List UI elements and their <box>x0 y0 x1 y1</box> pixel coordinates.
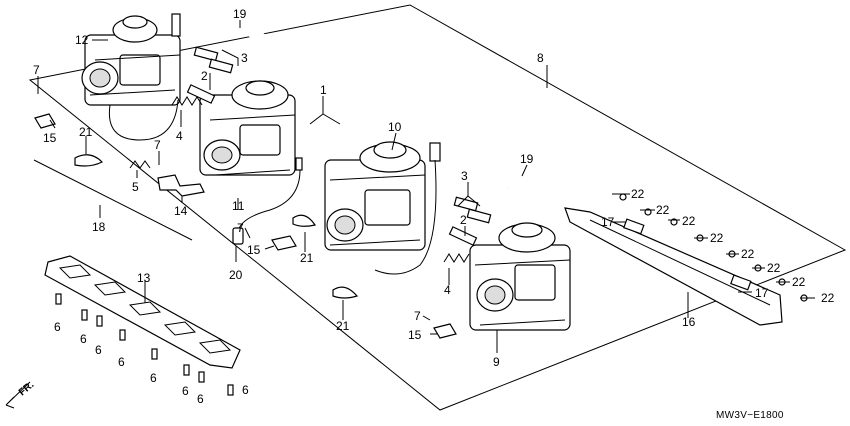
callout-6: 6 <box>54 320 61 334</box>
callout-22: 22 <box>821 291 835 305</box>
callout-13: 13 <box>137 271 151 285</box>
callout-22: 22 <box>656 203 670 217</box>
fuel-hose-19-lower <box>506 176 541 215</box>
callout-15: 15 <box>408 328 422 342</box>
callout-6: 6 <box>95 343 102 357</box>
callout-22: 22 <box>682 214 696 228</box>
joint-pipes-lower <box>448 196 492 246</box>
callout-21: 21 <box>79 125 93 139</box>
callout-3: 3 <box>461 169 468 183</box>
stay-plate-16 <box>564 207 783 326</box>
callout-16: 16 <box>682 315 696 329</box>
clip-21-b <box>292 214 316 227</box>
callout-17: 17 <box>601 215 615 229</box>
callout-6: 6 <box>242 383 249 397</box>
callout-5: 5 <box>132 180 139 194</box>
clip-21-a <box>74 154 104 167</box>
callout-4: 4 <box>444 283 451 297</box>
stay-plate-13 <box>44 255 241 369</box>
callout-19: 19 <box>520 152 534 166</box>
callout-8: 8 <box>537 51 544 65</box>
carburetor-10 <box>324 141 441 275</box>
leader-lines <box>37 20 815 353</box>
screws-6 <box>55 293 234 396</box>
callout-labels: 12 19 8 7 3 2 15 21 4 1 10 7 5 14 11 19 … <box>33 7 835 406</box>
callout-7: 7 <box>237 221 244 235</box>
callout-6: 6 <box>197 392 204 406</box>
carburetor-12 <box>81 13 181 141</box>
callout-6: 6 <box>118 355 125 369</box>
callout-14: 14 <box>174 204 188 218</box>
springs <box>129 96 470 263</box>
diagram-code: MW3V−E1800 <box>716 410 784 421</box>
callout-6: 6 <box>182 384 189 398</box>
assembly-frame <box>28 4 847 411</box>
rod-18 <box>33 159 193 241</box>
callout-2: 2 <box>201 69 208 83</box>
callout-12: 12 <box>75 33 89 47</box>
fuel-hose-19-upper <box>248 32 271 62</box>
callout-6: 6 <box>150 371 157 385</box>
callout-7: 7 <box>154 138 161 152</box>
callout-4: 4 <box>176 129 183 143</box>
clamps-15 <box>34 113 457 339</box>
joint-pipes-upper <box>186 46 234 104</box>
callout-3: 3 <box>241 51 248 65</box>
callout-15: 15 <box>247 243 261 257</box>
callout-22: 22 <box>710 231 724 245</box>
callout-22: 22 <box>631 187 645 201</box>
callout-19: 19 <box>233 7 247 21</box>
callout-9: 9 <box>493 355 500 369</box>
callout-17: 17 <box>755 286 769 300</box>
callout-22: 22 <box>741 247 755 261</box>
carburetor-11 <box>199 80 303 245</box>
callout-11: 11 <box>232 199 245 213</box>
callout-6: 6 <box>80 332 87 346</box>
callout-2: 2 <box>460 213 467 227</box>
callout-21: 21 <box>300 251 314 265</box>
callout-22: 22 <box>767 261 781 275</box>
callout-18: 18 <box>92 220 106 234</box>
clip-21-c <box>332 286 359 299</box>
carburetor-9 <box>469 222 571 331</box>
callout-22: 22 <box>792 275 806 289</box>
callout-1: 1 <box>320 83 327 97</box>
callout-7: 7 <box>414 309 421 323</box>
link-plate-14 <box>157 174 205 197</box>
callout-7: 7 <box>33 63 40 77</box>
callout-10: 10 <box>388 120 402 134</box>
callout-15: 15 <box>43 131 57 145</box>
callout-21: 21 <box>336 319 350 333</box>
front-direction-arrow: FR. <box>5 379 37 409</box>
direction-label: FR. <box>17 379 37 398</box>
callout-20: 20 <box>229 268 243 282</box>
